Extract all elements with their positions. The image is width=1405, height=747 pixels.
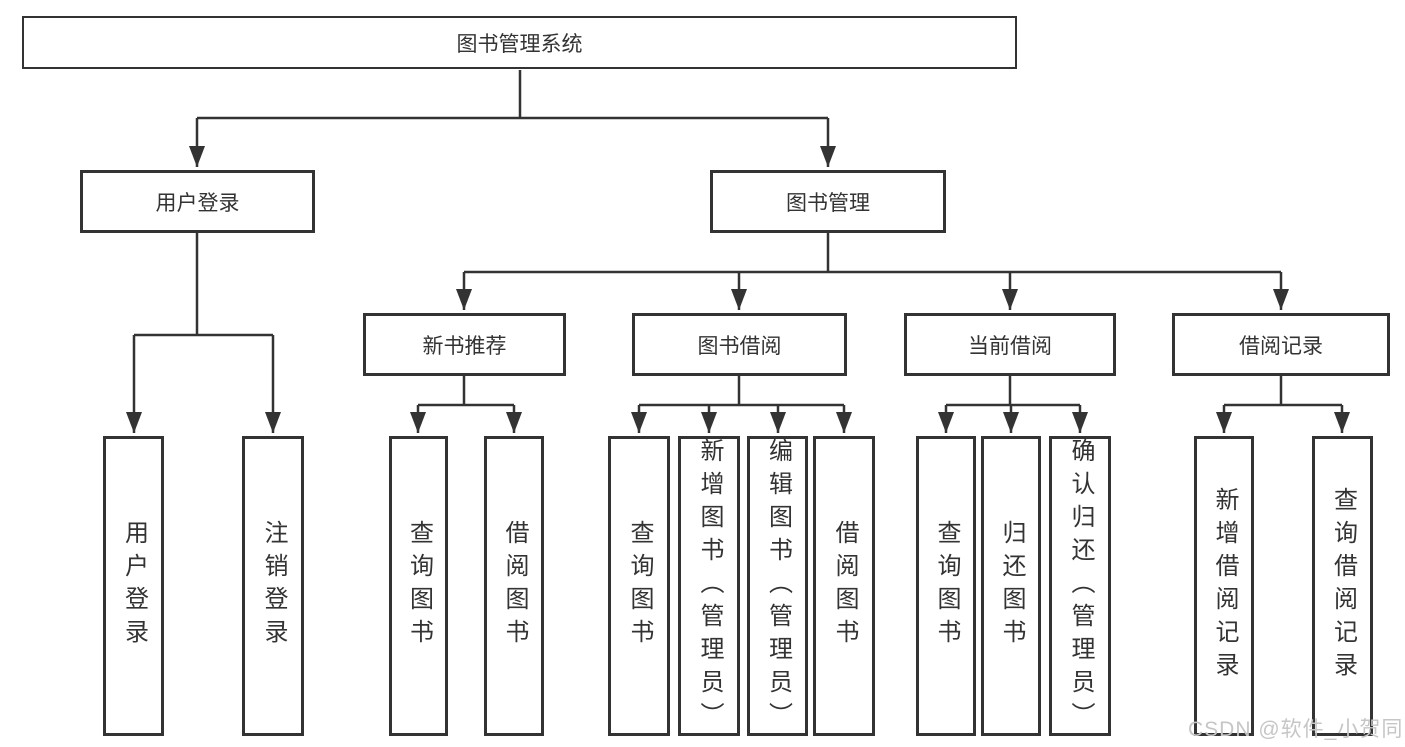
node-book-borrow: 图书借阅: [632, 313, 847, 376]
leaf-user-login: 用户登录: [103, 436, 164, 736]
node-library-management-system: 图书管理系统: [22, 16, 1017, 69]
leaf-borrow-books-recommend: 借阅图书: [484, 436, 544, 736]
csdn-watermark: CSDN @软件_小贺同学: [1188, 718, 1404, 741]
leaf-query-books-borrow: 查询图书: [608, 436, 670, 736]
node-current-borrow: 当前借阅: [904, 313, 1116, 376]
node-borrow-records: 借阅记录: [1172, 313, 1390, 376]
leaf-logout: 注销登录: [242, 436, 304, 736]
leaf-query-borrow-record: 查询借阅记录: [1312, 436, 1373, 736]
node-book-management: 图书管理: [710, 170, 946, 233]
leaf-borrow-books: 借阅图书: [813, 436, 875, 736]
leaf-query-books-recommend: 查询图书: [389, 436, 448, 736]
node-user-login: 用户登录: [80, 170, 315, 233]
leaf-return-books: 归还图书: [981, 436, 1041, 736]
node-new-book-recommend: 新书推荐: [363, 313, 566, 376]
leaf-add-borrow-record: 新增借阅记录: [1194, 436, 1254, 736]
leaf-add-books-admin: 新增图书（管理员）: [678, 436, 740, 736]
leaf-query-books-current: 查询图书: [916, 436, 976, 736]
leaf-edit-books-admin: 编辑图书（管理员）: [747, 436, 808, 736]
leaf-confirm-return-admin: 确认归还（管理员）: [1049, 436, 1111, 736]
